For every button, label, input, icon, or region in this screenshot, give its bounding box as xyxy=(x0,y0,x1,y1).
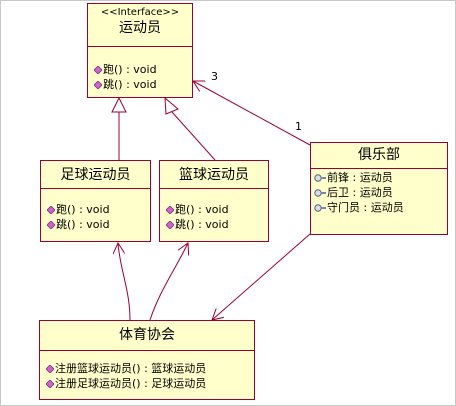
operation-label: 注册足球运动员() : 足球运动员 xyxy=(55,377,207,390)
association-to-basketball xyxy=(149,243,188,321)
class-name: 体育协会 xyxy=(119,327,175,343)
attribute-label: 后卫 : 运动员 xyxy=(327,186,393,199)
class-basketball-player: 篮球运动员 跑() : void 跳() : void xyxy=(159,160,269,242)
operations-compartment: 跑() : void 跳() : void xyxy=(88,47,192,92)
operation-icon xyxy=(47,206,55,214)
key-attribute-icon xyxy=(314,204,326,212)
operation-icon xyxy=(94,81,102,89)
class-header: 篮球运动员 xyxy=(160,161,268,189)
operations-compartment: 注册篮球运动员() : 篮球运动员 注册足球运动员() : 足球运动员 xyxy=(40,351,254,391)
stereotype-label: <<Interface>> xyxy=(100,7,180,18)
attribute-label: 守门员 : 运动员 xyxy=(327,201,404,214)
operation-row: 跑() : void xyxy=(47,202,150,217)
operation-row: 跳() : void xyxy=(94,77,192,92)
association-club-athlete xyxy=(193,81,311,146)
operation-label: 跳() : void xyxy=(56,218,110,231)
operation-label: 跑() : void xyxy=(56,203,110,216)
operation-icon xyxy=(47,221,55,229)
operation-row: 跳() : void xyxy=(166,217,268,232)
class-name: 俱乐部 xyxy=(358,147,400,163)
class-sports-association: 体育协会 注册篮球运动员() : 篮球运动员 注册足球运动员() : 足球运动员 xyxy=(39,320,255,400)
attributes-compartment: 前锋 : 运动员 后卫 : 运动员 守门员 : 运动员 xyxy=(311,169,447,215)
class-athlete-interface: <<Interface>> 运动员 跑() : void 跳() : void xyxy=(87,3,193,98)
operation-label: 注册篮球运动员() : 篮球运动员 xyxy=(55,362,207,375)
operation-label: 跑() : void xyxy=(103,63,157,76)
realization-football-triangle xyxy=(111,96,127,113)
operation-row: 注册足球运动员() : 足球运动员 xyxy=(46,376,254,391)
class-header: 体育协会 xyxy=(40,321,254,351)
operation-label: 跳() : void xyxy=(103,78,157,91)
class-header: <<Interface>> 运动员 xyxy=(88,4,192,47)
operation-label: 跳() : void xyxy=(175,218,229,231)
key-attribute-icon xyxy=(314,174,326,182)
realization-basketball-triangle xyxy=(164,96,179,115)
association-to-football xyxy=(118,243,131,321)
operations-compartment: 跑() : void 跳() : void xyxy=(41,189,150,232)
class-name: 篮球运动员 xyxy=(179,167,249,183)
multiplicity-club-end: 1 xyxy=(295,120,302,133)
operation-icon xyxy=(46,365,54,373)
attribute-row: 前锋 : 运动员 xyxy=(314,170,447,185)
operation-row: 跳() : void xyxy=(47,217,150,232)
operation-row: 跑() : void xyxy=(94,62,192,77)
class-header: 俱乐部 xyxy=(311,143,447,169)
multiplicity-athlete-end: 3 xyxy=(211,70,218,83)
class-name: 运动员 xyxy=(119,20,161,36)
attribute-label: 前锋 : 运动员 xyxy=(327,171,393,184)
class-header: 足球运动员 xyxy=(41,161,150,189)
class-club: 俱乐部 前锋 : 运动员 后卫 : 运动员 守门员 : 运动员 xyxy=(310,142,448,235)
attribute-row: 后卫 : 运动员 xyxy=(314,185,447,200)
class-football-player: 足球运动员 跑() : void 跳() : void xyxy=(40,160,151,242)
operation-icon xyxy=(46,380,54,388)
operation-icon xyxy=(94,66,102,74)
attribute-row: 守门员 : 运动员 xyxy=(314,200,447,215)
class-name: 足球运动员 xyxy=(60,167,131,183)
operation-row: 跑() : void xyxy=(166,202,268,217)
association-club-association xyxy=(212,233,311,320)
operation-label: 跑() : void xyxy=(175,203,229,216)
operation-row: 注册篮球运动员() : 篮球运动员 xyxy=(46,361,254,376)
operation-icon xyxy=(166,206,174,214)
key-attribute-icon xyxy=(314,189,326,197)
operations-compartment: 跑() : void 跳() : void xyxy=(160,189,268,232)
operation-icon xyxy=(166,221,174,229)
realization-basketball-line xyxy=(171,111,216,161)
